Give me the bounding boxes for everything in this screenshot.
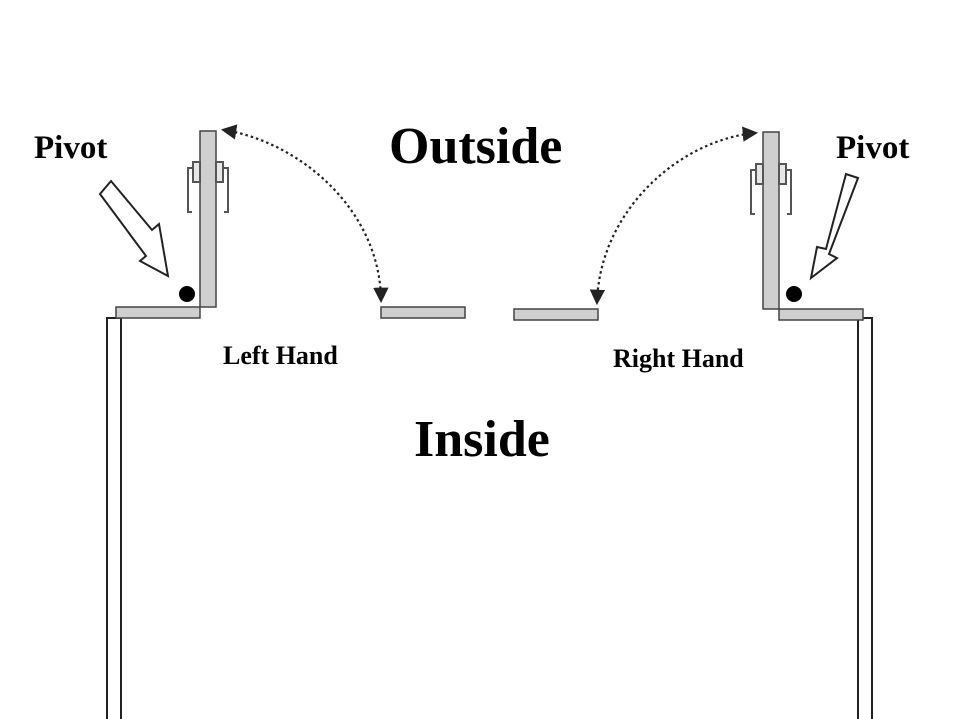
left-pivot-dot (179, 286, 195, 302)
inside-label: Inside (414, 411, 550, 468)
right-door-closed-leaf (513, 308, 599, 321)
right-swing-arc (589, 126, 759, 306)
pivot-left-label: Pivot (34, 130, 108, 166)
left-door-closed-leaf (380, 306, 466, 319)
outside-label: Outside (389, 118, 563, 175)
right-wall-jamb (857, 317, 873, 719)
right-hand-label: Right Hand (613, 344, 744, 373)
pivot-right-label: Pivot (836, 130, 910, 166)
right-pivot-arrow-icon (809, 172, 860, 281)
right-pivot-dot (786, 286, 802, 302)
left-pivot-arrow-icon (98, 179, 170, 278)
left-swing-arc (220, 124, 389, 304)
left-door-frame-strip (115, 306, 201, 319)
right-door-open-leaf (762, 131, 780, 310)
left-wall-jamb (106, 317, 122, 719)
left-door-open-leaf (199, 130, 217, 308)
left-hand-label: Left Hand (223, 341, 338, 370)
right-door-frame-strip (778, 308, 864, 321)
